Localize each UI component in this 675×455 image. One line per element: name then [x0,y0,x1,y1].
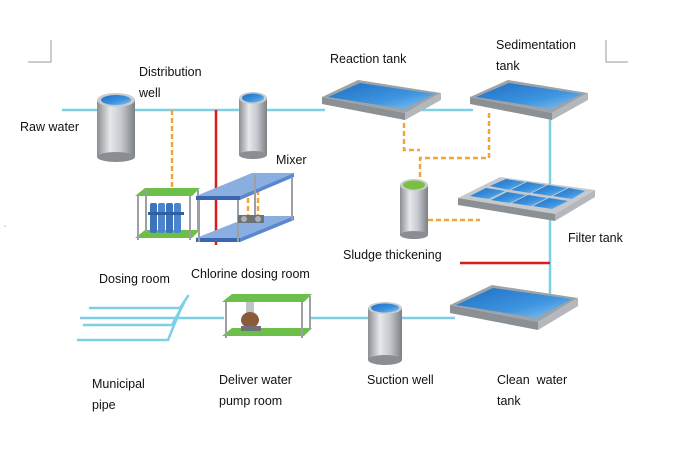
label-sedimentation-tank-line-2: tank [496,59,520,73]
chemical-dosing-lines [170,110,491,222]
label-suction-well: Suction well [367,373,434,387]
filter-tank-icon [458,177,595,221]
label-reaction-tank: Reaction tank [330,52,407,66]
sludge-thickening-icon [400,179,428,239]
clean-water-tank-icon [450,285,578,330]
label-clean-water-tank-line-2: tank [497,394,521,408]
label-clean-water-tank-line-1: Clean water [497,373,568,387]
label-municipal-pipe: Municipal pipe [92,374,145,416]
label-mixer: Mixer [276,153,307,167]
chlorine-dosing-room-icon [196,173,294,242]
margin-tick: ˇ [4,226,7,233]
pump-room-icon [222,294,312,338]
label-sludge-thickening: Sludge thickening [343,248,442,262]
label-distribution-well-line-2: well [139,86,161,100]
label-sedimentation-tank-line-1: Sedimentation [496,38,576,52]
label-dosing-room: Dosing room [99,272,170,286]
label-distribution-well-line-1: Distribution [139,65,202,79]
reaction-tank-icon [322,80,441,120]
suction-well-icon [368,302,402,365]
label-clean-water-tank: Clean water tank [497,370,567,412]
distribution-well-icon [97,93,135,162]
label-chlorine-dosing-room: Chlorine dosing room [191,267,310,281]
label-municipal-pipe-line-1: Municipal [92,377,145,391]
label-deliver-water-pump-room: Deliver water pump room [219,370,292,412]
label-filter-tank: Filter tank [568,231,623,245]
mixer-cylinder-icon [239,92,267,159]
label-deliver-water-pump-room-line-1: Deliver water [219,373,292,387]
label-distribution-well: Distribution well [139,62,202,104]
label-municipal-pipe-line-2: pipe [92,398,116,412]
dosing-room-icon [135,188,200,240]
chlorine-lines [214,110,550,265]
crop-marks [28,40,628,63]
label-raw-water: Raw water [20,120,80,134]
label-deliver-water-pump-room-line-2: pump room [219,394,283,408]
sedimentation-tank-icon [470,80,588,120]
municipal-pipe-lines [76,294,190,342]
label-sedimentation-tank: Sedimentation tank [496,35,576,77]
